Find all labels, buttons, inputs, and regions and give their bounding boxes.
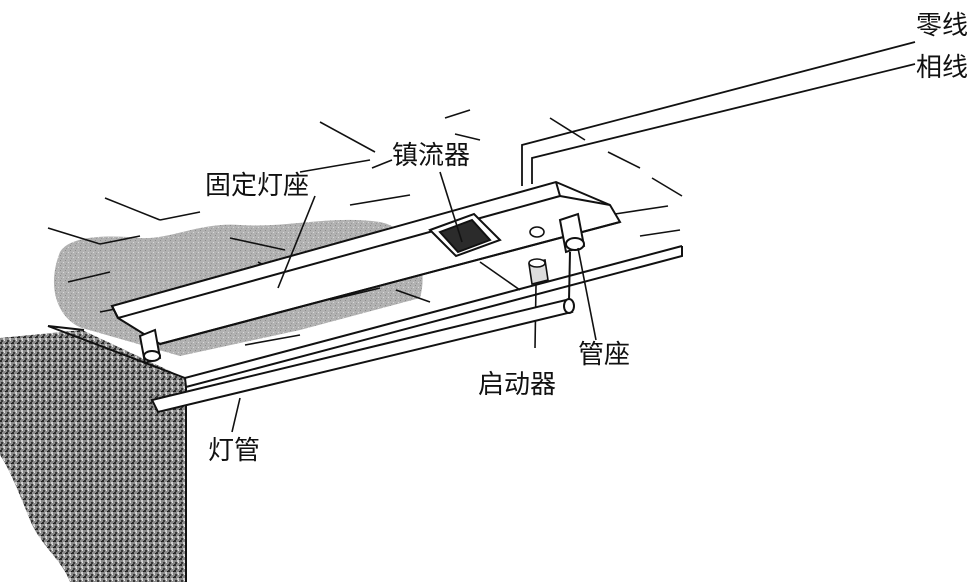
supply-wires <box>521 41 916 186</box>
fixture-base-label: 固定灯座 <box>205 171 310 201</box>
ceiling-board-edge <box>47 245 683 582</box>
lamp-tube-label: 灯管 <box>208 436 261 466</box>
wall-texture <box>0 330 186 582</box>
leader-lines <box>231 171 597 433</box>
ballast <box>428 212 502 258</box>
fixture-base <box>110 180 622 346</box>
neutral-wire-label: 零线 <box>916 11 969 41</box>
lamp-holder-label: 管座 <box>578 340 631 370</box>
phase-wire-label: 相线 <box>916 53 969 83</box>
lamp-holders <box>138 212 586 365</box>
ballast-label: 镇流器 <box>392 141 471 171</box>
starter-label: 启动器 <box>478 370 557 400</box>
starter <box>528 226 549 349</box>
lamp-tube <box>150 251 575 414</box>
